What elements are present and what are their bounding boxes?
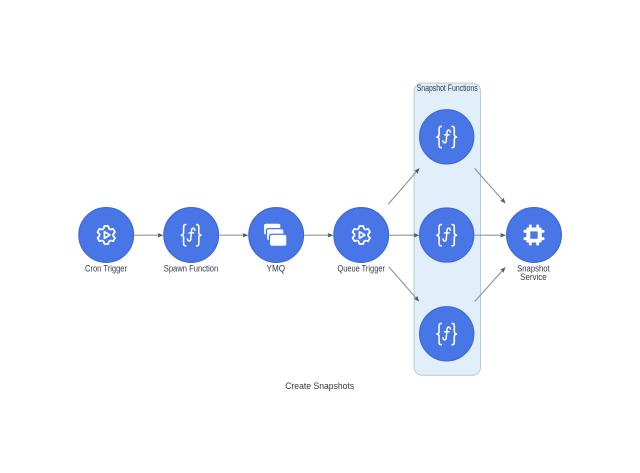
svg-text:Create Snapshots: Create Snapshots — [285, 381, 354, 391]
svg-text:Snapshot Functions: Snapshot Functions — [417, 83, 478, 93]
svg-text:Spawn Function: Spawn Function — [164, 263, 219, 273]
svg-text:YMQ: YMQ — [267, 263, 286, 273]
svg-text:Snapshot: Snapshot — [517, 264, 550, 274]
svg-text:Queue Trigger: Queue Trigger — [337, 263, 385, 273]
svg-text:Service: Service — [520, 272, 547, 282]
svg-text:Cron Trigger: Cron Trigger — [85, 263, 127, 273]
